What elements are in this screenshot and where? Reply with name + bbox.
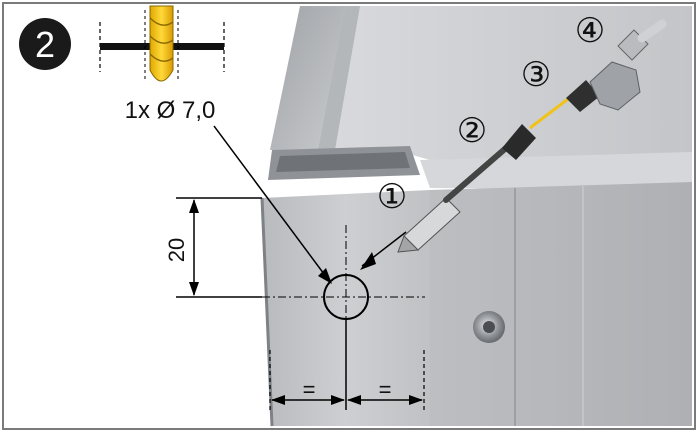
step-badge: 2 xyxy=(19,18,71,70)
cabinet-back-wall xyxy=(300,6,692,160)
step-number: 2 xyxy=(35,24,55,65)
hole-mark xyxy=(230,225,425,410)
pencil-arrow xyxy=(360,252,376,270)
center-punch-tool xyxy=(443,124,536,203)
vertical-dimension: 20 xyxy=(164,197,262,298)
dimension-20-label: 20 xyxy=(164,238,189,262)
tool-label-1: ① xyxy=(377,178,407,216)
side-rail-profile xyxy=(270,6,345,150)
drill-tool xyxy=(529,61,641,130)
drill-body xyxy=(589,61,641,111)
side-rail-edge xyxy=(318,6,360,150)
countersink-tool xyxy=(617,19,667,61)
step-badge-circle xyxy=(19,18,71,70)
screw-hex xyxy=(483,321,495,333)
drill-bit-icon xyxy=(99,5,225,82)
pencil-tool xyxy=(360,197,461,270)
countersink-shank xyxy=(637,19,667,43)
spec-leader-arrow xyxy=(318,268,332,284)
tool-label-2: ② xyxy=(457,112,487,150)
equal-left-label: = xyxy=(303,377,316,402)
top-bar-groove xyxy=(276,152,410,172)
tool-label-3: ③ xyxy=(521,56,551,94)
drill-chuck xyxy=(566,80,600,112)
tool-label-4: ④ xyxy=(575,12,605,50)
spec-leader-line xyxy=(213,125,325,275)
punch-shaft xyxy=(443,145,509,203)
equal-dimensions: = = xyxy=(269,350,425,410)
right-panel xyxy=(430,182,692,426)
equal-right-label: = xyxy=(379,377,392,402)
drill-spec-label: 1x Ø 7,0 xyxy=(125,97,216,124)
drill-bit-tip xyxy=(529,94,573,130)
pencil-tip xyxy=(397,235,420,253)
punch-handle xyxy=(502,124,536,160)
